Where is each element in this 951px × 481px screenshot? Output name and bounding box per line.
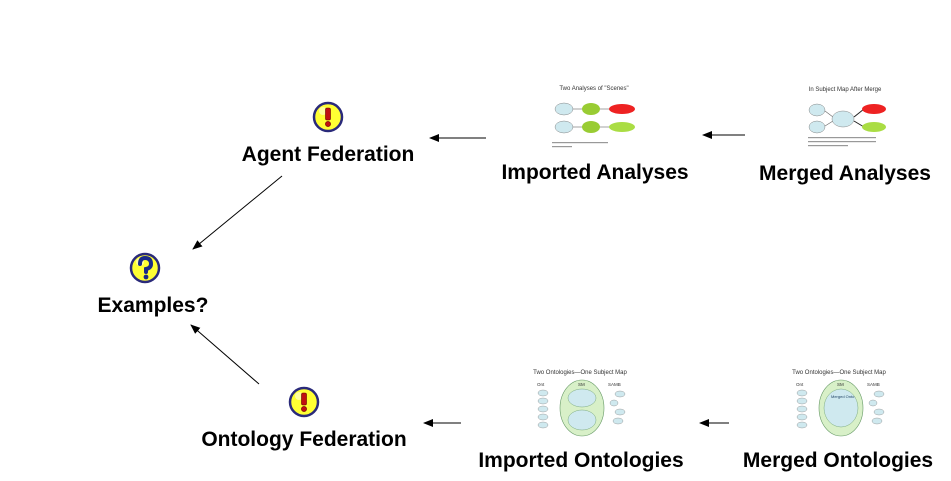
thumb-bubble	[554, 120, 574, 134]
agent-federation-label: Agent Federation	[241, 143, 415, 166]
merged-ontologies-thumbnail-title: Two Ontologies—One Subject Map	[792, 370, 886, 376]
ontology-federation-label: Ontology Federation	[201, 428, 407, 451]
thumb-lime-node	[609, 122, 635, 132]
thumb-red-node	[609, 104, 635, 114]
imported-ontologies-thumbnail: Ont SAMB SM	[537, 379, 626, 437]
imported-analyses-thumbnail	[552, 102, 635, 148]
thumb-red-node	[862, 104, 886, 114]
examples-label: Examples?	[97, 294, 209, 317]
merged-ontologies-thumbnail: Ont SAMB SM Merged Onto	[796, 379, 885, 437]
arrow-agent-to-examples	[192, 175, 283, 250]
imported-ontologies-label: Imported Ontologies	[478, 449, 684, 472]
thumb-merged-ont	[823, 388, 859, 428]
arrow-ontology-to-examples	[190, 324, 260, 385]
thumb-ont-left: Ont	[537, 382, 545, 387]
thumb-ont-left: Ont	[796, 382, 804, 387]
thumb-bubble-merged	[831, 110, 855, 128]
thumb-bubble	[554, 102, 574, 116]
thumb-ont-right: SAMB	[867, 382, 880, 387]
thumb-bubble	[808, 103, 826, 117]
thumb-inner-ont	[567, 409, 597, 431]
thumb-sm: SM	[837, 382, 844, 387]
thumb-green-node	[582, 103, 600, 115]
imported-analyses-label: Imported Analyses	[501, 161, 689, 184]
thumb-inner-ont	[567, 388, 597, 408]
thumb-green-node	[582, 121, 600, 133]
exclamation-icon	[312, 101, 344, 133]
question-icon	[129, 252, 161, 284]
merged-ontologies-label: Merged Ontologies	[742, 449, 934, 472]
merged-analyses-thumbnail-title: In Subject Map After Merge	[808, 87, 882, 93]
thumb-ont-right: SAMB	[608, 382, 621, 387]
imported-analyses-thumbnail-title: Two Analyses of "Scenes"	[559, 86, 629, 92]
merged-analyses-thumbnail	[808, 103, 886, 147]
imported-ontologies-thumbnail-title: Two Ontologies—One Subject Map	[533, 370, 627, 376]
thumb-bubble	[808, 120, 826, 134]
merged-analyses-label: Merged Analyses	[759, 162, 931, 185]
thumb-lime-node	[862, 122, 886, 132]
thumb-sm: SM	[578, 382, 585, 387]
thumb-merged: Merged Onto	[831, 394, 855, 399]
exclamation-icon	[288, 386, 320, 418]
